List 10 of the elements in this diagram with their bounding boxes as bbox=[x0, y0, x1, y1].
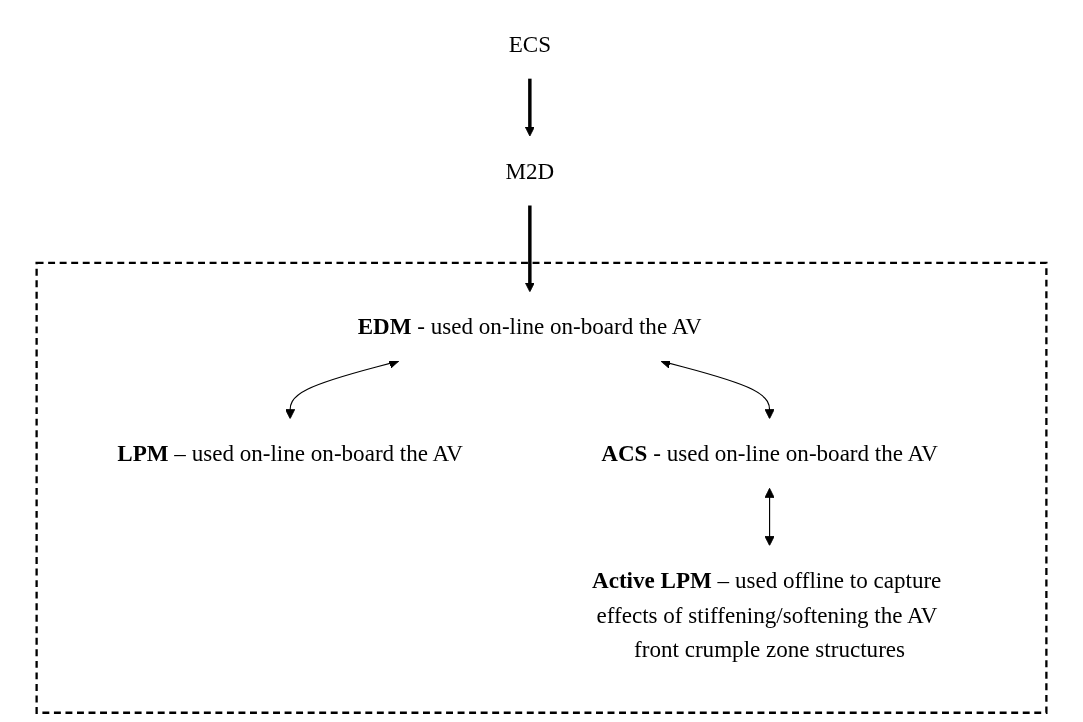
arrow bbox=[764, 487, 775, 546]
node-text: Active LPM – used offline to capture effects of stiffening/softening the AV front crumple zone structures bbox=[592, 567, 942, 663]
node-text: ECS bbox=[508, 31, 552, 57]
node-text: LPM – used on-line on-board the AV bbox=[117, 440, 463, 466]
arrow bbox=[524, 205, 535, 293]
cluster bbox=[35, 261, 1048, 714]
node-text: M2D bbox=[505, 158, 555, 184]
node-text: ACS - used on-line on-board the AV bbox=[601, 440, 938, 466]
arrow bbox=[524, 78, 535, 137]
node-text: EDM - used on-line on-board the AV bbox=[357, 313, 702, 340]
